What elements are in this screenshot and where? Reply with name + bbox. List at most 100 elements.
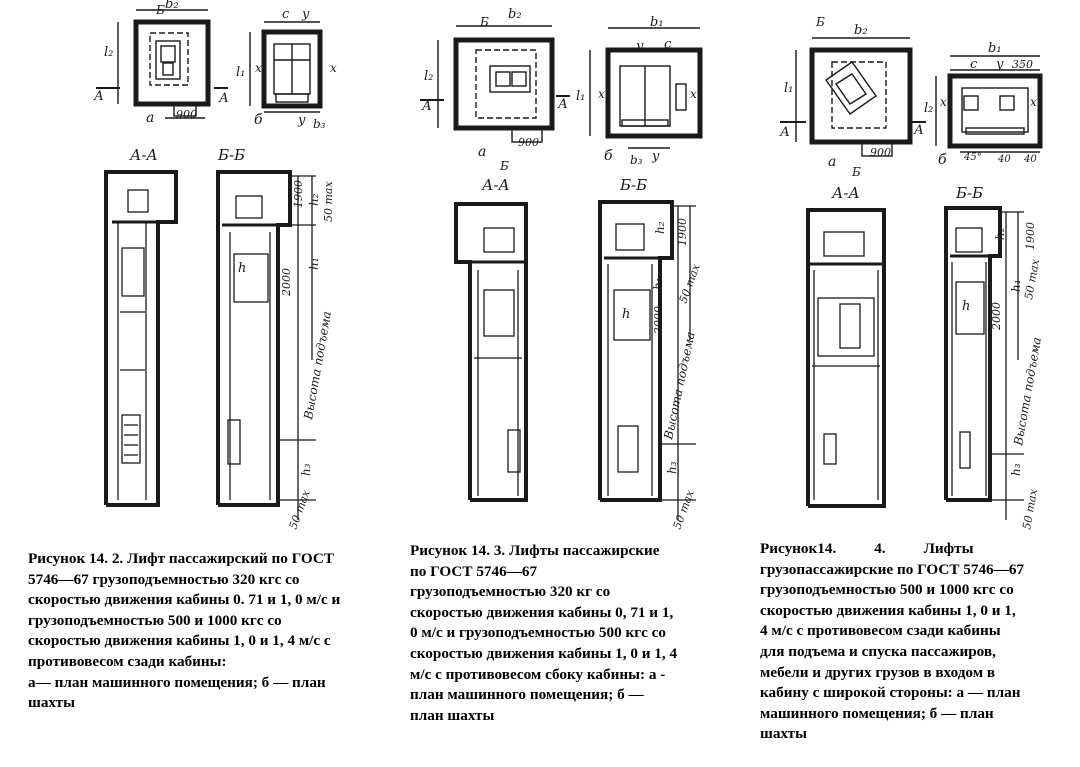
caption-line: шахты xyxy=(760,725,807,743)
section-aa-label: А-А xyxy=(831,184,860,202)
plan-a-label: а xyxy=(146,110,154,126)
label-h2: h₂ xyxy=(653,221,667,234)
section-aa xyxy=(104,170,178,507)
label-b1: b₁ xyxy=(988,41,1002,56)
label-y-bottom: y xyxy=(651,149,660,164)
dim-350: 350 xyxy=(1012,58,1033,71)
label-y: y xyxy=(635,39,644,54)
caption-line: план шахты xyxy=(410,706,495,724)
figure-14-2: b₂ l₂ А А Б а 900 c y l₁ x x y b₃ б А-А xyxy=(93,0,337,531)
label-l1: l₁ xyxy=(236,65,245,80)
caption-line: Рисунок 14. 2. Лифт пассажирский по ГОСТ xyxy=(28,550,334,567)
label-h3: h₃ xyxy=(1009,463,1023,476)
plan-a-machine-room xyxy=(96,9,228,119)
label-b2: b₂ xyxy=(854,23,868,38)
rise-label: Высота подъема xyxy=(301,310,334,421)
mark-a-right: А xyxy=(218,91,229,106)
dim-40-a: 40 xyxy=(997,154,1011,165)
label-x-left: x xyxy=(255,61,262,75)
max-top: 50 max xyxy=(1022,257,1042,300)
mark-a-left: А xyxy=(779,125,790,140)
dim-45: 45° xyxy=(963,152,982,163)
caption-line: скоростью движения кабины 1, 0 и 1, xyxy=(760,601,1016,619)
plan-a-machine-room xyxy=(780,37,926,157)
caption-line: машинного помещения; б — план xyxy=(760,704,994,722)
caption-line: м/с с противовесом сбоку кабины: а - xyxy=(410,665,666,683)
section-bb-label: Б-Б xyxy=(217,146,245,164)
label-b3: b₃ xyxy=(313,117,326,131)
dim-2000: 2000 xyxy=(280,268,293,297)
label-b3: b₃ xyxy=(630,153,643,167)
caption-figure-14-4: Рисунок14. 4. Лифты грузопассажирские по… xyxy=(760,539,1060,745)
rise-label: Высота подъема xyxy=(661,330,698,441)
label-h2: h₂ xyxy=(993,227,1007,240)
section-bb xyxy=(944,206,1024,520)
label-c: c xyxy=(664,37,672,52)
mark-a-left: А xyxy=(421,99,432,114)
caption-line: по ГОСТ 5746—67 xyxy=(410,562,538,580)
label-x-right: x xyxy=(690,87,697,101)
caption-line: грузоподъемностью 500 и 1000 кгс со xyxy=(760,581,1014,599)
caption-line: мебели и других грузов в входом в xyxy=(760,663,996,681)
caption-line: скоростью движения кабины 0. 71 и 1, 0 м… xyxy=(28,591,341,609)
plan-b-shaft xyxy=(249,21,323,113)
mark-a-right: А xyxy=(913,123,924,138)
label-l2: l₂ xyxy=(424,69,433,84)
label-l2: l₂ xyxy=(924,101,933,116)
label-h1: h₁ xyxy=(651,277,665,290)
mark-b-top: Б xyxy=(815,15,825,29)
plan-b-label: б xyxy=(604,148,613,164)
mark-b-bottom: Б xyxy=(499,159,509,173)
plan-b-label: б xyxy=(254,112,263,128)
label-y-bottom: y xyxy=(297,113,306,128)
label-l1: l₁ xyxy=(784,81,793,96)
plan-a-machine-room xyxy=(420,25,570,143)
caption-line: грузоподъемностью 320 кг со xyxy=(410,583,611,601)
caption-line: грузопассажирские по ГОСТ 5746—67 xyxy=(760,560,1025,578)
dim-1900: 1900 xyxy=(1024,222,1037,250)
label-l2: l₂ xyxy=(104,45,113,60)
dim-900: 900 xyxy=(870,146,891,159)
label-h1: h₁ xyxy=(1009,279,1023,292)
plan-b-shaft xyxy=(935,55,1043,153)
max-bottom: 50 max xyxy=(287,488,313,531)
mark-a-right: А xyxy=(557,97,568,112)
label-b2: b₂ xyxy=(508,7,522,22)
label-h: h xyxy=(238,261,246,276)
dim-2000: 2000 xyxy=(990,302,1003,331)
label-h: h xyxy=(962,299,970,314)
caption-figure-14-3: Рисунок 14. 3. Лифты пассажирские по ГОС… xyxy=(410,541,710,726)
label-h3: h₃ xyxy=(665,461,679,474)
max-bottom: 50 max xyxy=(1020,487,1040,530)
label-y: y xyxy=(301,7,310,22)
caption-line: скоростью движения кабины 0, 71 и 1, xyxy=(410,603,674,621)
section-bb-label: Б-Б xyxy=(619,176,647,194)
caption-figure-14-2: Рисунок 14. 2. Лифт пассажирский по ГОСТ… xyxy=(28,549,383,714)
mark-b-bottom: Б xyxy=(851,165,861,179)
max-top: 50 max xyxy=(677,262,703,305)
plan-a-label: а xyxy=(478,144,486,160)
label-x-left: x xyxy=(940,95,947,109)
figure-14-4: b₂ l₁ А А Б Б а 900 b₁ c y 350 l₂ x x 45… xyxy=(779,15,1044,531)
section-aa xyxy=(454,202,528,502)
mark-b-top: Б xyxy=(479,15,489,29)
max-bottom: 50 max xyxy=(671,488,697,531)
label-x-left: x xyxy=(598,87,605,101)
caption-line: 0 м/с и грузоподъемностью 500 кгс со xyxy=(410,624,666,642)
caption-line: шахты xyxy=(28,694,75,712)
label-b2: b₂ xyxy=(165,0,179,12)
section-bb xyxy=(598,200,696,520)
label-c: c xyxy=(970,57,978,72)
section-aa xyxy=(806,208,886,508)
caption-line: грузоподъемностью 500 и 1000 кгс со xyxy=(28,611,282,629)
section-aa-label: А-А xyxy=(481,176,510,194)
max-top: 50 max xyxy=(322,181,335,222)
label-h1: h₁ xyxy=(307,257,321,270)
caption-line: кабину с широкой стороны: а — план xyxy=(760,684,1021,702)
label-b1: b₁ xyxy=(650,15,664,30)
caption-line: противовесом сзади кабины: xyxy=(28,652,227,670)
section-bb-label: Б-Б xyxy=(955,184,983,202)
section-aa-label: А-А xyxy=(129,146,158,164)
dim-900: 900 xyxy=(176,108,197,121)
rise-label: Высота подъема xyxy=(1011,336,1044,447)
